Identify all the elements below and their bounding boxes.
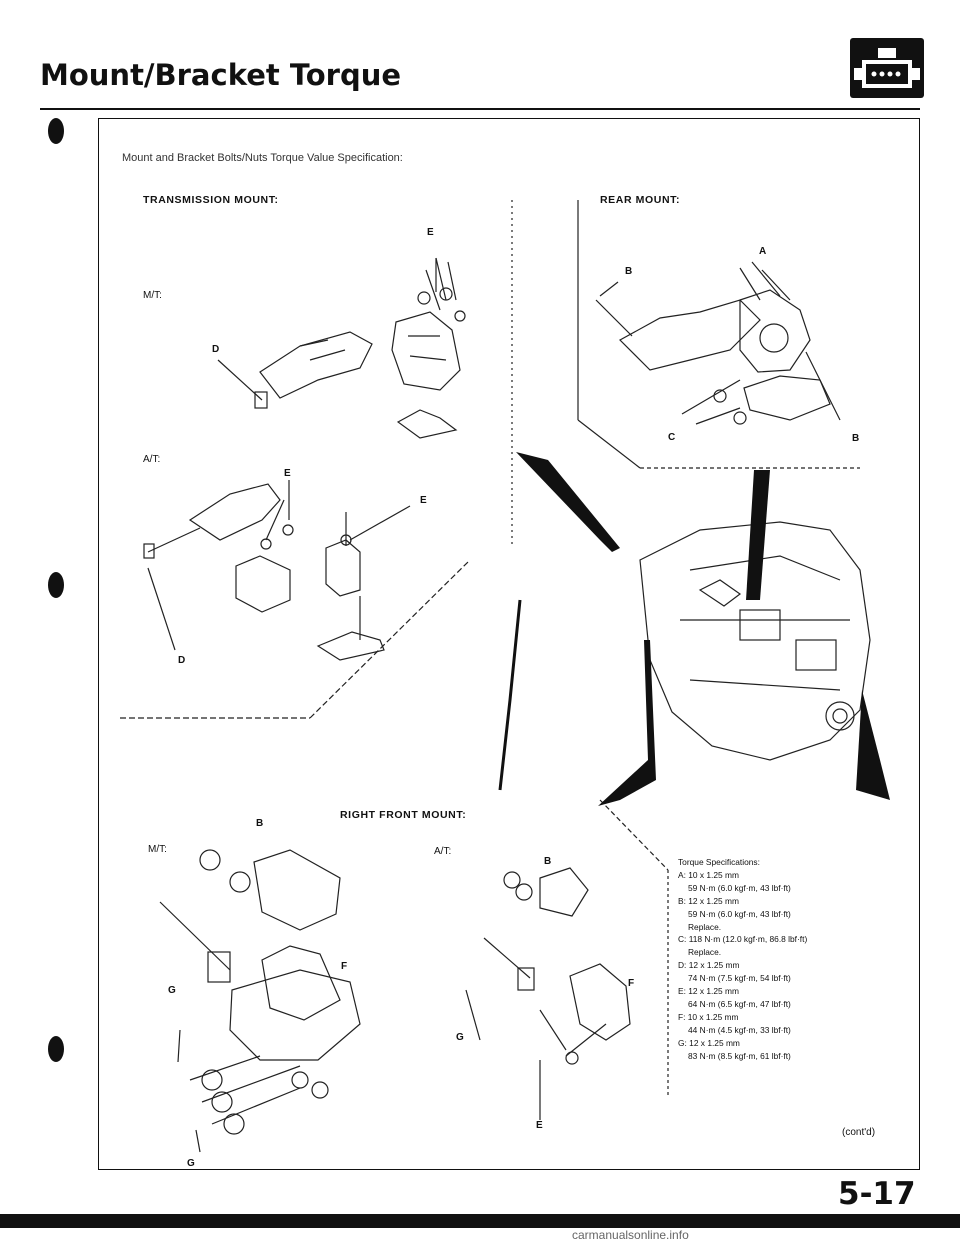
callout-g: G (168, 985, 176, 996)
page-title: Mount/Bracket Torque (40, 58, 402, 92)
callout-g: G (456, 1032, 464, 1043)
callout-g: G (187, 1158, 195, 1169)
torque-spec-line: 74 N·m (7.5 kgf·m, 54 lbf·ft) (688, 973, 791, 984)
torque-spec-line: 44 N·m (4.5 kgf·m, 33 lbf·ft) (688, 1024, 791, 1035)
callout-b: B (256, 818, 264, 829)
continued-note: (cont'd) (842, 1127, 876, 1138)
callout-f: F (628, 978, 635, 989)
at-label: A/T: (143, 454, 161, 465)
callout-e: E (284, 468, 291, 479)
right-front-mount-label: RIGHT FRONT MOUNT: (340, 809, 467, 821)
torque-specifications: Torque Specifications: A: 10 x 1.25 mm 5… (678, 856, 908, 1063)
torque-spec-heading: Torque Specifications: (678, 857, 760, 867)
mt-label: M/T: (148, 844, 167, 855)
torque-spec-line: Replace. (688, 947, 722, 958)
callout-b: B (544, 856, 552, 867)
callout-e: E (536, 1120, 543, 1131)
torque-spec-line: A: 10 x 1.25 mm (678, 869, 739, 880)
content-frame (98, 118, 920, 1170)
callout-d: D (178, 655, 186, 666)
torque-spec-line: F: 10 x 1.25 mm (678, 1011, 739, 1022)
callout-f: F (341, 961, 348, 972)
torque-spec-line: 59 N·m (6.0 kgf·m, 43 lbf·ft) (688, 882, 791, 893)
torque-spec-line: E: 12 x 1.25 mm (678, 986, 739, 997)
callout-b: B (625, 266, 633, 277)
torque-spec-line: C: 118 N·m (12.0 kgf·m, 86.8 lbf·ft) (678, 934, 808, 945)
title-rule (40, 108, 920, 110)
callout-e: E (427, 227, 434, 238)
callout-c: C (668, 432, 676, 443)
watermark: carmanualsonline.info (572, 1228, 689, 1242)
binder-hole (48, 572, 64, 598)
callout-e: E (420, 495, 427, 506)
torque-spec-line: D: 12 x 1.25 mm (678, 960, 740, 971)
torque-spec-line: 64 N·m (6.5 kgf·m, 47 lbf·ft) (688, 998, 791, 1009)
binder-hole (48, 118, 64, 144)
torque-spec-line: 59 N·m (6.0 kgf·m, 43 lbf·ft) (688, 908, 791, 919)
footer-bar (0, 1214, 960, 1228)
torque-spec-line: B: 12 x 1.25 mm (678, 895, 739, 906)
callout-a: A (759, 246, 767, 257)
torque-spec-line: G: 12 x 1.25 mm (678, 1037, 740, 1048)
mt-label: M/T: (143, 290, 162, 301)
callout-d: D (212, 344, 220, 355)
intro-text: Mount and Bracket Bolts/Nuts Torque Valu… (122, 152, 403, 164)
callout-b: B (852, 433, 860, 444)
torque-spec-line: 83 N·m (8.5 kgf·m, 61 lbf·ft) (688, 1050, 791, 1061)
transmission-mount-label: TRANSMISSION MOUNT: (143, 194, 279, 206)
rear-mount-label: REAR MOUNT: (600, 194, 681, 206)
at-label: A/T: (434, 846, 452, 857)
torque-spec-line: Replace. (688, 921, 722, 932)
engine-section-icon (850, 38, 924, 98)
binder-hole (48, 1036, 64, 1062)
page-number: 5-17 (838, 1176, 916, 1212)
